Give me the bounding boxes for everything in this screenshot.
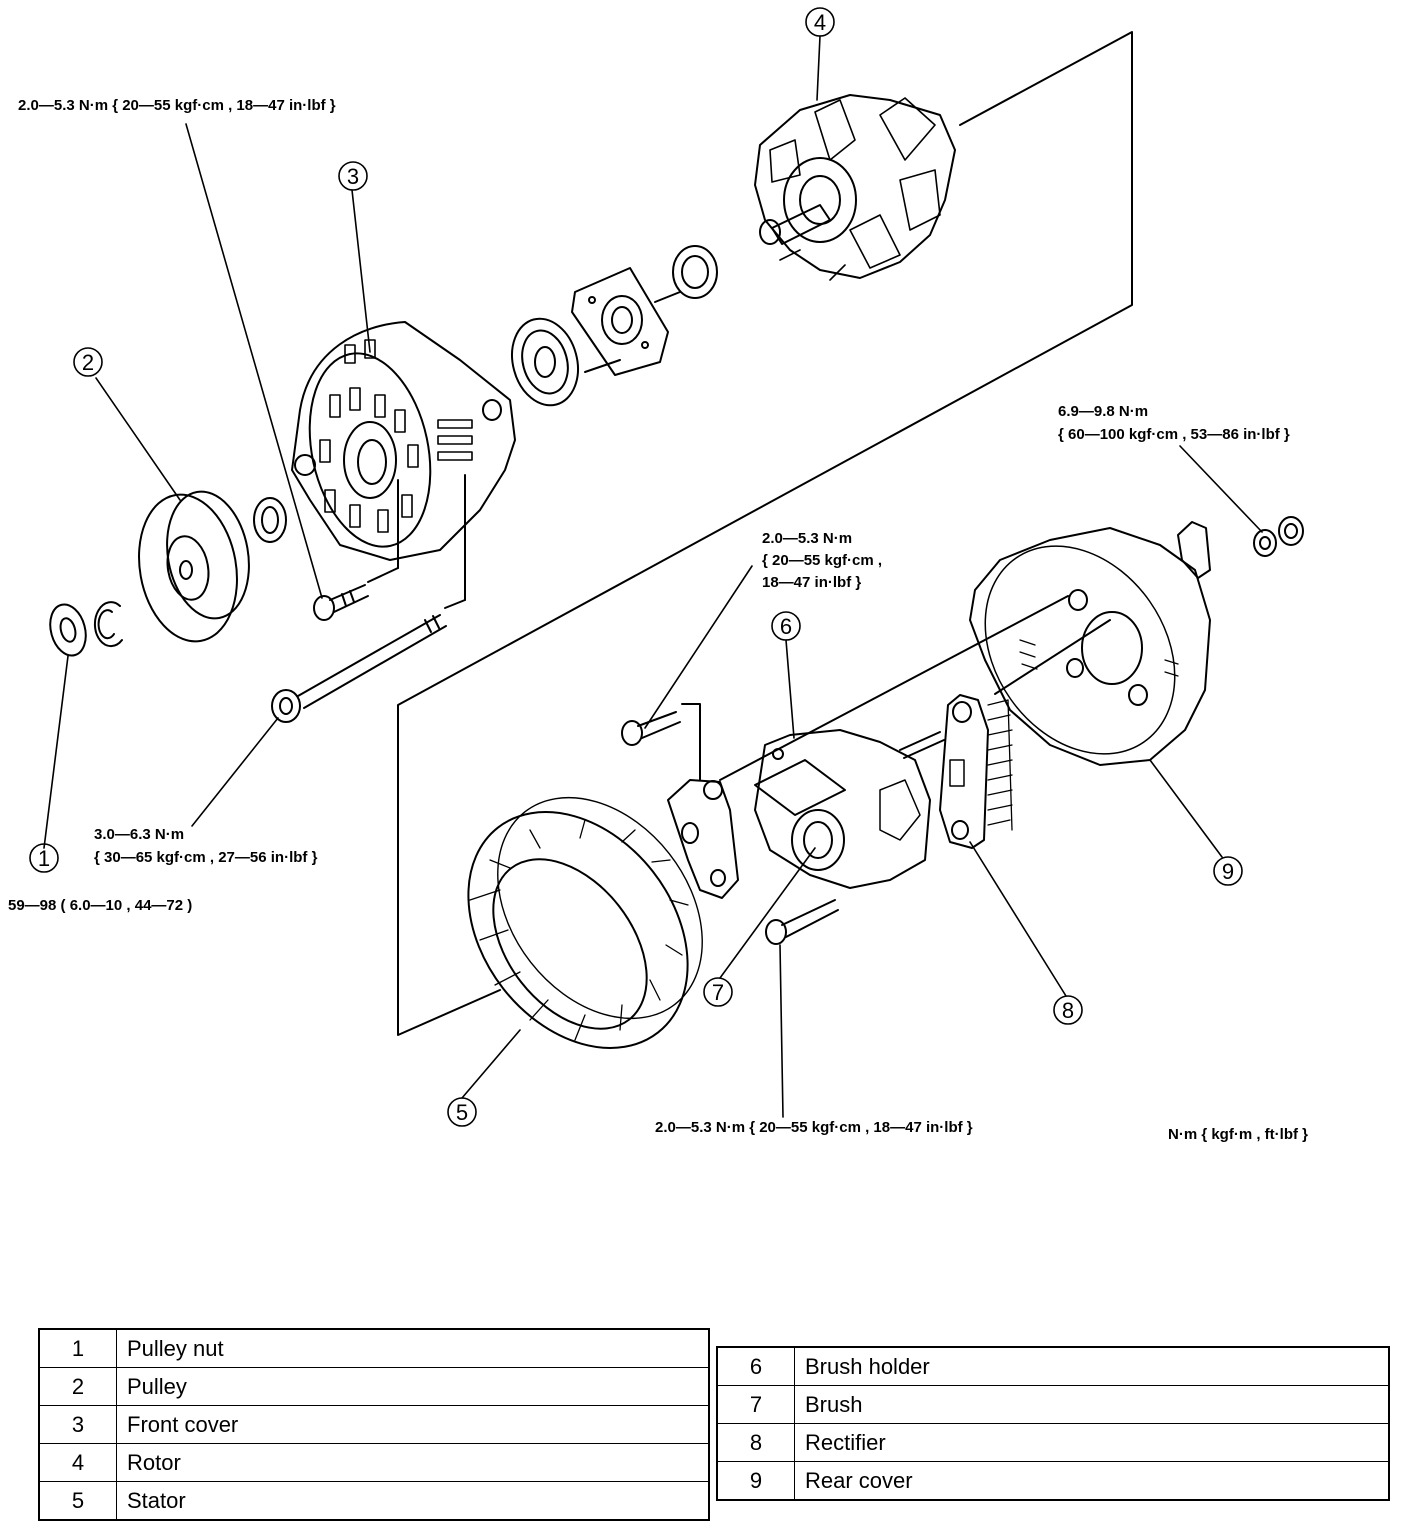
callout-circle-6 (771, 611, 801, 641)
through-bolt-shape (271, 614, 447, 723)
front-bearing-shape (511, 317, 579, 407)
part-name-cell: Stator (116, 1481, 710, 1521)
rectifier-shape (939, 694, 1013, 849)
callout-9: 9 (1222, 859, 1234, 884)
alternator-exploded-diagram: 1 2 3 4 5 6 7 8 9 2.0—5.3 N·m { 20—55 kg… (8, 7, 1308, 1143)
callout-circle-9 (1213, 856, 1243, 886)
leader-lines (43, 35, 1263, 1118)
part-number-cell: 1 (38, 1328, 117, 1368)
callout-6: 6 (780, 614, 792, 639)
brush-screw-shape (765, 899, 839, 945)
part-name-cell: Rectifier (794, 1423, 1390, 1462)
torque-rear-terminal-line2: { 60—100 kgf·cm , 53—86 in·lbf } (1058, 426, 1290, 443)
callout-circles (29, 7, 1243, 1127)
torque-through-bolt-line1: 3.0—6.3 N·m (94, 826, 184, 843)
part-number-cell: 5 (38, 1481, 117, 1521)
torque-brush-holder-line2: { 20—55 kgf·cm , (762, 552, 882, 569)
part-name-cell: Pulley (116, 1367, 710, 1406)
part-number-cell: 9 (716, 1461, 795, 1501)
part-name-cell: Rear cover (794, 1461, 1390, 1501)
brush-clip-shape (667, 779, 739, 899)
retainer-plate-shape (571, 267, 669, 376)
callout-7: 7 (712, 980, 724, 1005)
terminal-nut-shape (1253, 516, 1304, 557)
torque-pulley-nut: 59—98 ( 6.0—10 , 44—72 ) (8, 897, 192, 914)
rotor-shape (754, 94, 956, 281)
brush-holder-shape (754, 729, 945, 889)
callout-circle-2 (73, 347, 103, 377)
callout-circle-8 (1053, 995, 1083, 1025)
callout-circle-7 (703, 977, 733, 1007)
torque-brush-holder-line3: 18—47 in·lbf } (762, 574, 861, 591)
callout-circle-3 (338, 161, 368, 191)
part-name-cell: Pulley nut (116, 1328, 710, 1368)
part-number-cell: 8 (716, 1423, 795, 1462)
pulley-shape (138, 490, 287, 643)
units-legend: N·m { kgf·m , ft·lbf } (1168, 1126, 1308, 1143)
callout-1: 1 (38, 846, 50, 871)
torque-through-bolt-line2: { 30—65 kgf·cm , 27—56 in·lbf } (94, 849, 318, 866)
rear-bearing-shape (672, 245, 718, 299)
callout-2: 2 (82, 350, 94, 375)
callout-circle-4 (805, 7, 835, 37)
brush-holder-screw-shape (621, 711, 681, 746)
front-cover-screw-shape (313, 584, 369, 621)
part-name-cell: Brush holder (794, 1346, 1390, 1386)
rear-cover-shape (969, 521, 1211, 766)
torque-rear-terminal-line1: 6.9—9.8 N·m (1058, 403, 1148, 420)
pulley-nut-shape (49, 601, 123, 657)
torque-brush-holder-line1: 2.0—5.3 N·m (762, 530, 852, 547)
part-number-cell: 6 (716, 1346, 795, 1386)
callout-circle-1 (29, 843, 59, 873)
callout-5: 5 (456, 1100, 468, 1125)
torque-rectifier-screw: 2.0—5.3 N·m { 20—55 kgf·cm , 18—47 in·lb… (655, 1119, 973, 1136)
torque-front-cover-bolt: 2.0—5.3 N·m { 20—55 kgf·cm , 18—47 in·lb… (18, 97, 336, 114)
part-number-cell: 4 (38, 1443, 117, 1482)
callout-3: 3 (347, 164, 359, 189)
callout-4: 4 (814, 10, 826, 35)
part-name-cell: Front cover (116, 1405, 710, 1444)
part-number-cell: 3 (38, 1405, 117, 1444)
part-number-cell: 7 (716, 1385, 795, 1424)
callout-circle-5 (447, 1097, 477, 1127)
assembly-guide-lines (367, 31, 1133, 1036)
part-number-cell: 2 (38, 1367, 117, 1406)
part-name-cell: Brush (794, 1385, 1390, 1424)
callout-8: 8 (1062, 998, 1074, 1023)
front-cover-shape (291, 321, 516, 561)
stator-shape (467, 796, 703, 1049)
part-name-cell: Rotor (116, 1443, 710, 1482)
